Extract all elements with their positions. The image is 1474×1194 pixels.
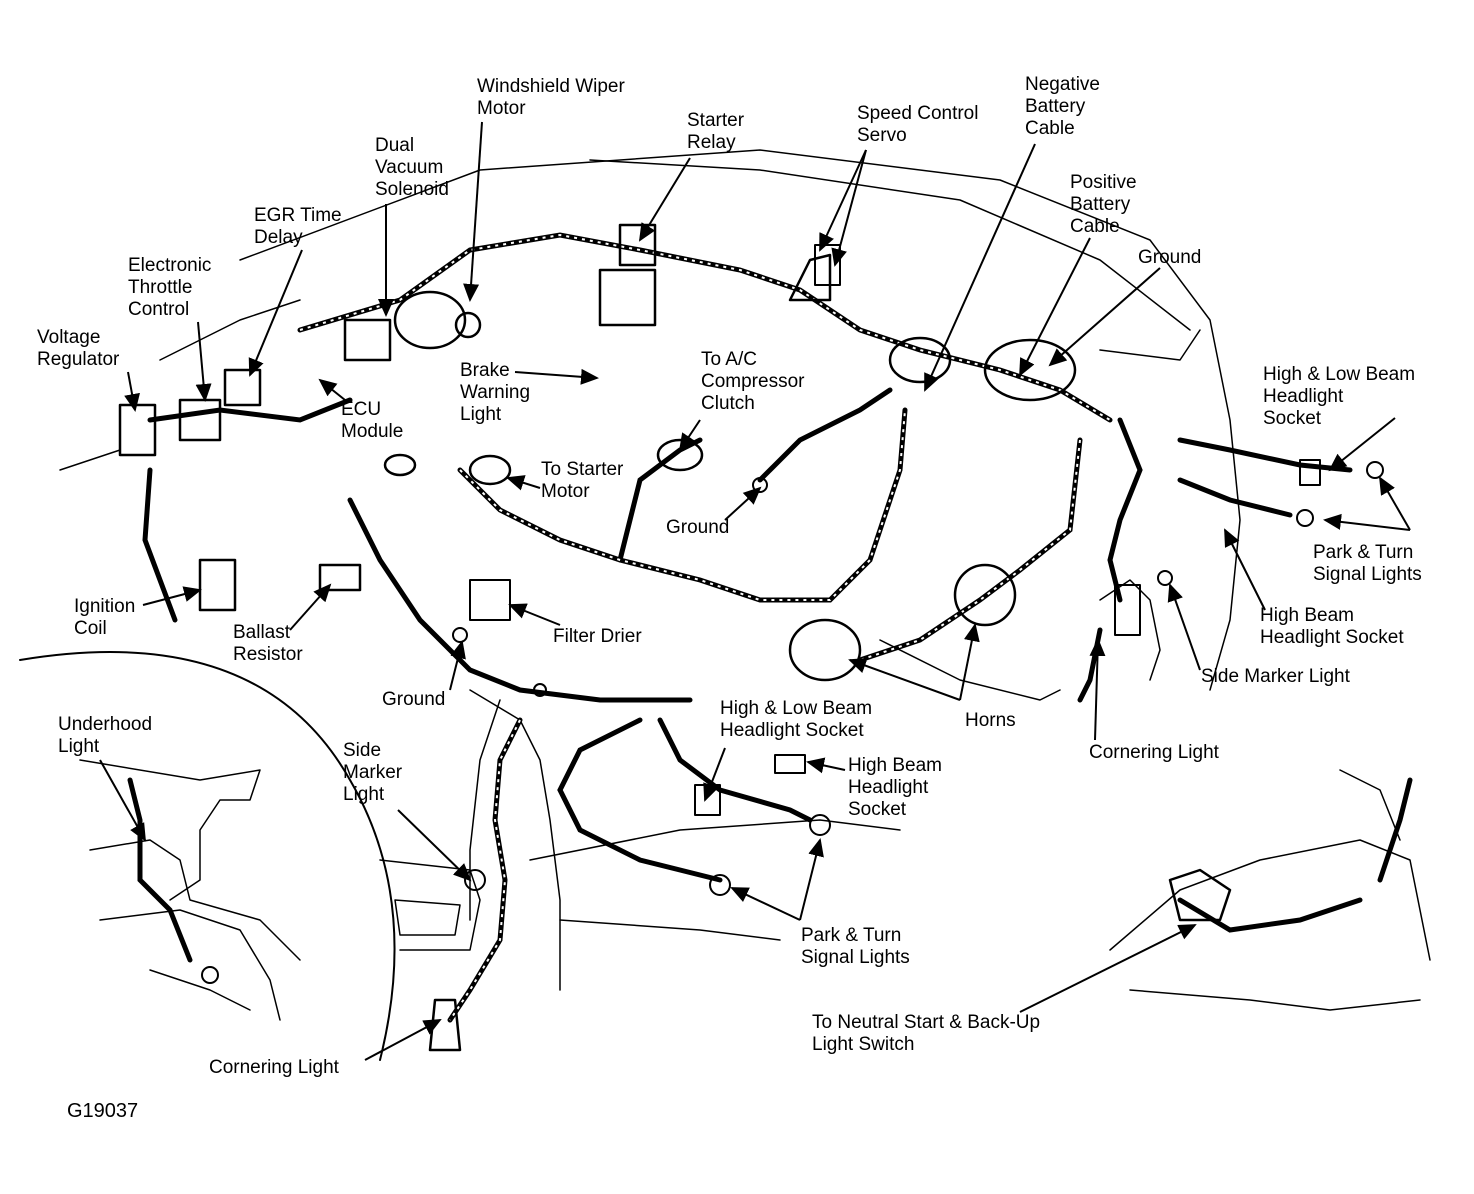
ignition-coil-shape xyxy=(198,558,237,612)
vacuum-solenoid-shape xyxy=(343,318,392,362)
horn-left-shape xyxy=(788,618,862,682)
throttle-control-shape xyxy=(178,398,222,442)
cornering-light-left-shape xyxy=(428,998,462,1052)
speed-servo-shape xyxy=(788,253,832,302)
leader-lines xyxy=(99,121,1411,1061)
battery-terminal-shape xyxy=(888,336,952,384)
filter-drier-shape xyxy=(469,579,511,621)
neutral-switch-shape xyxy=(1168,868,1232,922)
label-cornering-light-right: Cornering Light xyxy=(1089,742,1219,763)
label-ground-lower: Ground xyxy=(382,689,446,710)
label-cornering-light-left: Cornering Light xyxy=(209,1057,339,1078)
wiper-motor-shape xyxy=(393,290,467,350)
wiring-harness xyxy=(127,232,1413,1023)
cornering-light-right-shape xyxy=(1114,584,1141,636)
label-ground-mid: Ground xyxy=(666,517,730,538)
ac-clutch-shape xyxy=(656,438,704,472)
egr-delay-shape xyxy=(223,368,262,407)
label-side-marker-right: Side Marker Light xyxy=(1201,666,1350,687)
ecu-connector-shape xyxy=(383,453,417,477)
body-outline xyxy=(19,149,1431,1061)
label-filter-drier: Filter Drier xyxy=(553,626,642,647)
figure-id: G19037 xyxy=(67,1100,139,1122)
voltage-regulator-shape xyxy=(118,403,157,457)
label-horns: Horns xyxy=(965,710,1016,731)
horn-right-shape xyxy=(953,563,1017,627)
ballast-resistor-shape xyxy=(318,563,362,592)
underhood-light-shape xyxy=(201,966,219,984)
components xyxy=(118,223,1384,1052)
starter-relay-shape xyxy=(598,268,657,327)
starter-motor-connector-shape xyxy=(468,454,512,486)
label-ground-top: Ground xyxy=(1138,247,1202,268)
